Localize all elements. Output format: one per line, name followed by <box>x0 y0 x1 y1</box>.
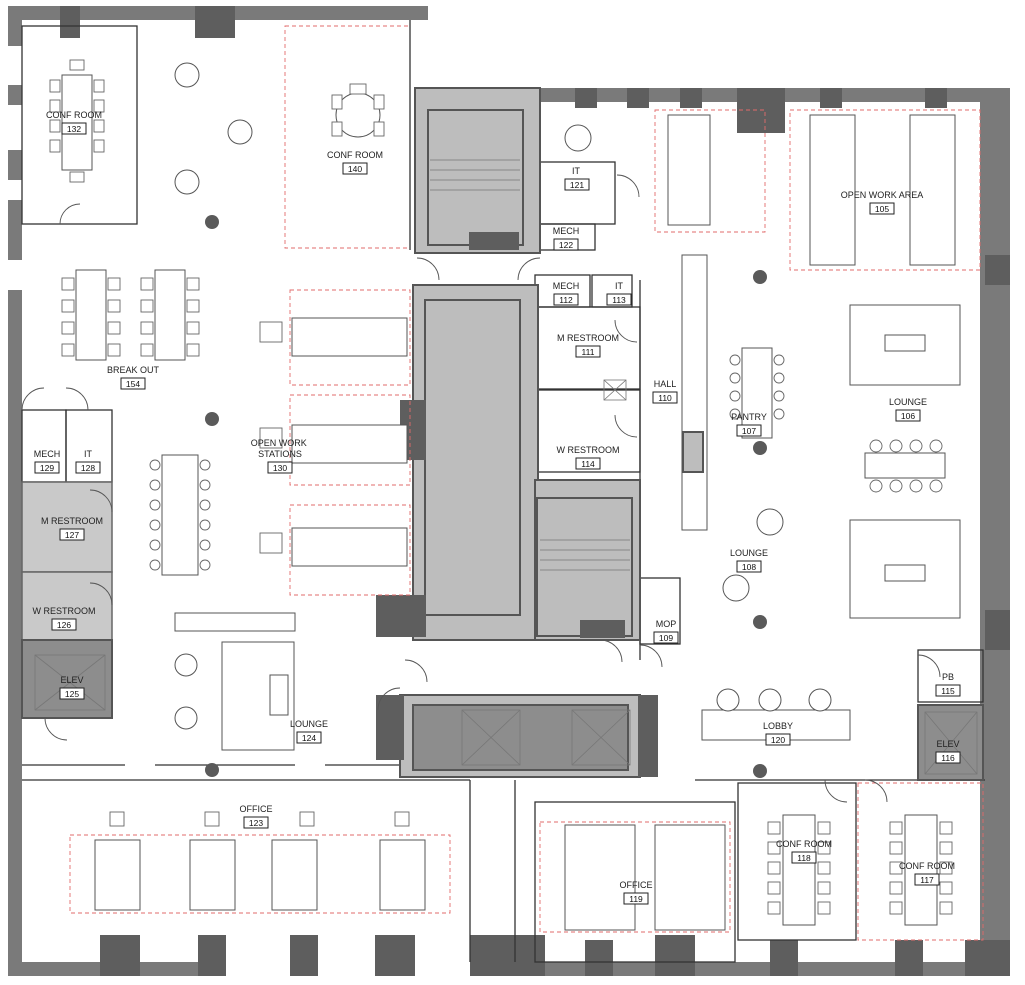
room-label-116: ELEV 116 <box>935 739 961 764</box>
svg-text:130: 130 <box>273 463 287 473</box>
room-label-127: M RESTROOM 127 <box>41 516 103 541</box>
room-label-109: MOP 109 <box>653 619 679 644</box>
interior-partitions <box>21 20 985 963</box>
svg-text:154: 154 <box>126 379 140 389</box>
furniture <box>49 59 961 931</box>
svg-text:109: 109 <box>659 633 673 643</box>
svg-text:OPEN WORK STATIONS: OPEN WORK STATIONS <box>251 438 310 459</box>
svg-text:ELEV: ELEV <box>936 739 959 749</box>
svg-text:121: 121 <box>570 180 584 190</box>
svg-text:124: 124 <box>302 733 316 743</box>
door-swings <box>21 174 941 803</box>
svg-text:132: 132 <box>67 124 81 134</box>
svg-text:105: 105 <box>875 204 889 214</box>
room-label-117: CONF ROOM 117 <box>899 861 955 886</box>
room-label-110: HALL 110 <box>652 379 678 404</box>
room-label-118: CONF ROOM 118 <box>776 839 832 864</box>
svg-text:IT: IT <box>615 281 624 291</box>
room-label-112: MECH 112 <box>553 281 580 306</box>
svg-text:PANTRY: PANTRY <box>731 412 767 422</box>
svg-text:119: 119 <box>629 894 643 904</box>
room-label-120: LOBBY 120 <box>763 721 793 746</box>
room-label-105: OPEN WORK AREA 105 <box>841 190 924 215</box>
room-label-129: MECH 129 <box>34 449 61 474</box>
room-label-128: IT 128 <box>75 449 101 474</box>
svg-text:CONF ROOM: CONF ROOM <box>899 861 955 871</box>
svg-text:118: 118 <box>797 853 811 863</box>
svg-text:127: 127 <box>65 530 79 540</box>
svg-text:108: 108 <box>742 562 756 572</box>
svg-text:PB: PB <box>942 672 954 682</box>
svg-text:129: 129 <box>40 463 54 473</box>
svg-text:LOUNGE: LOUNGE <box>889 397 927 407</box>
svg-text:110: 110 <box>658 393 672 403</box>
room-label-113: IT 113 <box>606 281 632 306</box>
room-label-123: OFFICE 123 <box>240 804 273 829</box>
svg-text:122: 122 <box>559 240 573 250</box>
svg-text:113: 113 <box>612 295 626 305</box>
svg-text:W RESTROOM: W RESTROOM <box>33 606 96 616</box>
svg-text:128: 128 <box>81 463 95 473</box>
svg-text:107: 107 <box>742 426 756 436</box>
room-label-111: M RESTROOM 111 <box>557 333 619 358</box>
room-label-114: W RESTROOM 114 <box>557 445 620 470</box>
room-label-125: ELEV 125 <box>59 675 85 700</box>
svg-text:MECH: MECH <box>553 281 580 291</box>
svg-text:114: 114 <box>581 459 595 469</box>
svg-text:CONF ROOM: CONF ROOM <box>46 110 102 120</box>
room-label-106: LOUNGE 106 <box>889 397 927 422</box>
svg-text:IT: IT <box>572 166 581 176</box>
svg-text:CONF ROOM: CONF ROOM <box>327 150 383 160</box>
svg-text:HALL: HALL <box>654 379 677 389</box>
room-label-121: IT 121 <box>564 166 590 191</box>
room-label-108: LOUNGE 108 <box>730 548 768 573</box>
svg-text:106: 106 <box>901 411 915 421</box>
room-label-115: PB 115 <box>935 672 961 697</box>
svg-text:LOBBY: LOBBY <box>763 721 793 731</box>
room-label-107: PANTRY 107 <box>731 412 767 437</box>
svg-text:125: 125 <box>65 689 79 699</box>
svg-text:123: 123 <box>249 818 263 828</box>
room-label-122: MECH 122 <box>553 226 580 251</box>
svg-text:BREAK OUT: BREAK OUT <box>107 365 160 375</box>
svg-text:LOUNGE: LOUNGE <box>730 548 768 558</box>
svg-text:117: 117 <box>920 875 934 885</box>
building-core <box>34 87 978 778</box>
svg-text:126: 126 <box>57 620 71 630</box>
svg-text:115: 115 <box>941 686 955 696</box>
svg-text:120: 120 <box>771 735 785 745</box>
svg-text:MECH: MECH <box>34 449 61 459</box>
svg-text:OPEN WORK AREA: OPEN WORK AREA <box>841 190 924 200</box>
svg-text:MOP: MOP <box>656 619 677 629</box>
room-label-130: OPEN WORK STATIONS 130 <box>251 438 310 474</box>
svg-text:111: 111 <box>582 347 595 357</box>
room-label-124: LOUNGE 124 <box>290 719 328 744</box>
svg-text:W RESTROOM: W RESTROOM <box>557 445 620 455</box>
svg-text:112: 112 <box>559 295 573 305</box>
svg-text:M RESTROOM: M RESTROOM <box>557 333 619 343</box>
room-label-154: BREAK OUT 154 <box>107 365 160 390</box>
svg-text:M RESTROOM: M RESTROOM <box>41 516 103 526</box>
room-label-119: OFFICE 119 <box>620 880 653 905</box>
svg-text:OFFICE: OFFICE <box>620 880 653 890</box>
svg-text:OFFICE: OFFICE <box>240 804 273 814</box>
svg-text:116: 116 <box>941 753 955 763</box>
svg-text:LOUNGE: LOUNGE <box>290 719 328 729</box>
svg-text:140: 140 <box>348 164 362 174</box>
svg-text:MECH: MECH <box>553 226 580 236</box>
furniture-zones <box>69 109 981 933</box>
room-label-140: CONF ROOM 140 <box>327 150 383 175</box>
svg-text:ELEV: ELEV <box>60 675 83 685</box>
svg-text:IT: IT <box>84 449 93 459</box>
room-label-132: CONF ROOM 132 <box>46 110 102 135</box>
room-label-126: W RESTROOM 126 <box>33 606 96 631</box>
svg-text:CONF ROOM: CONF ROOM <box>776 839 832 849</box>
